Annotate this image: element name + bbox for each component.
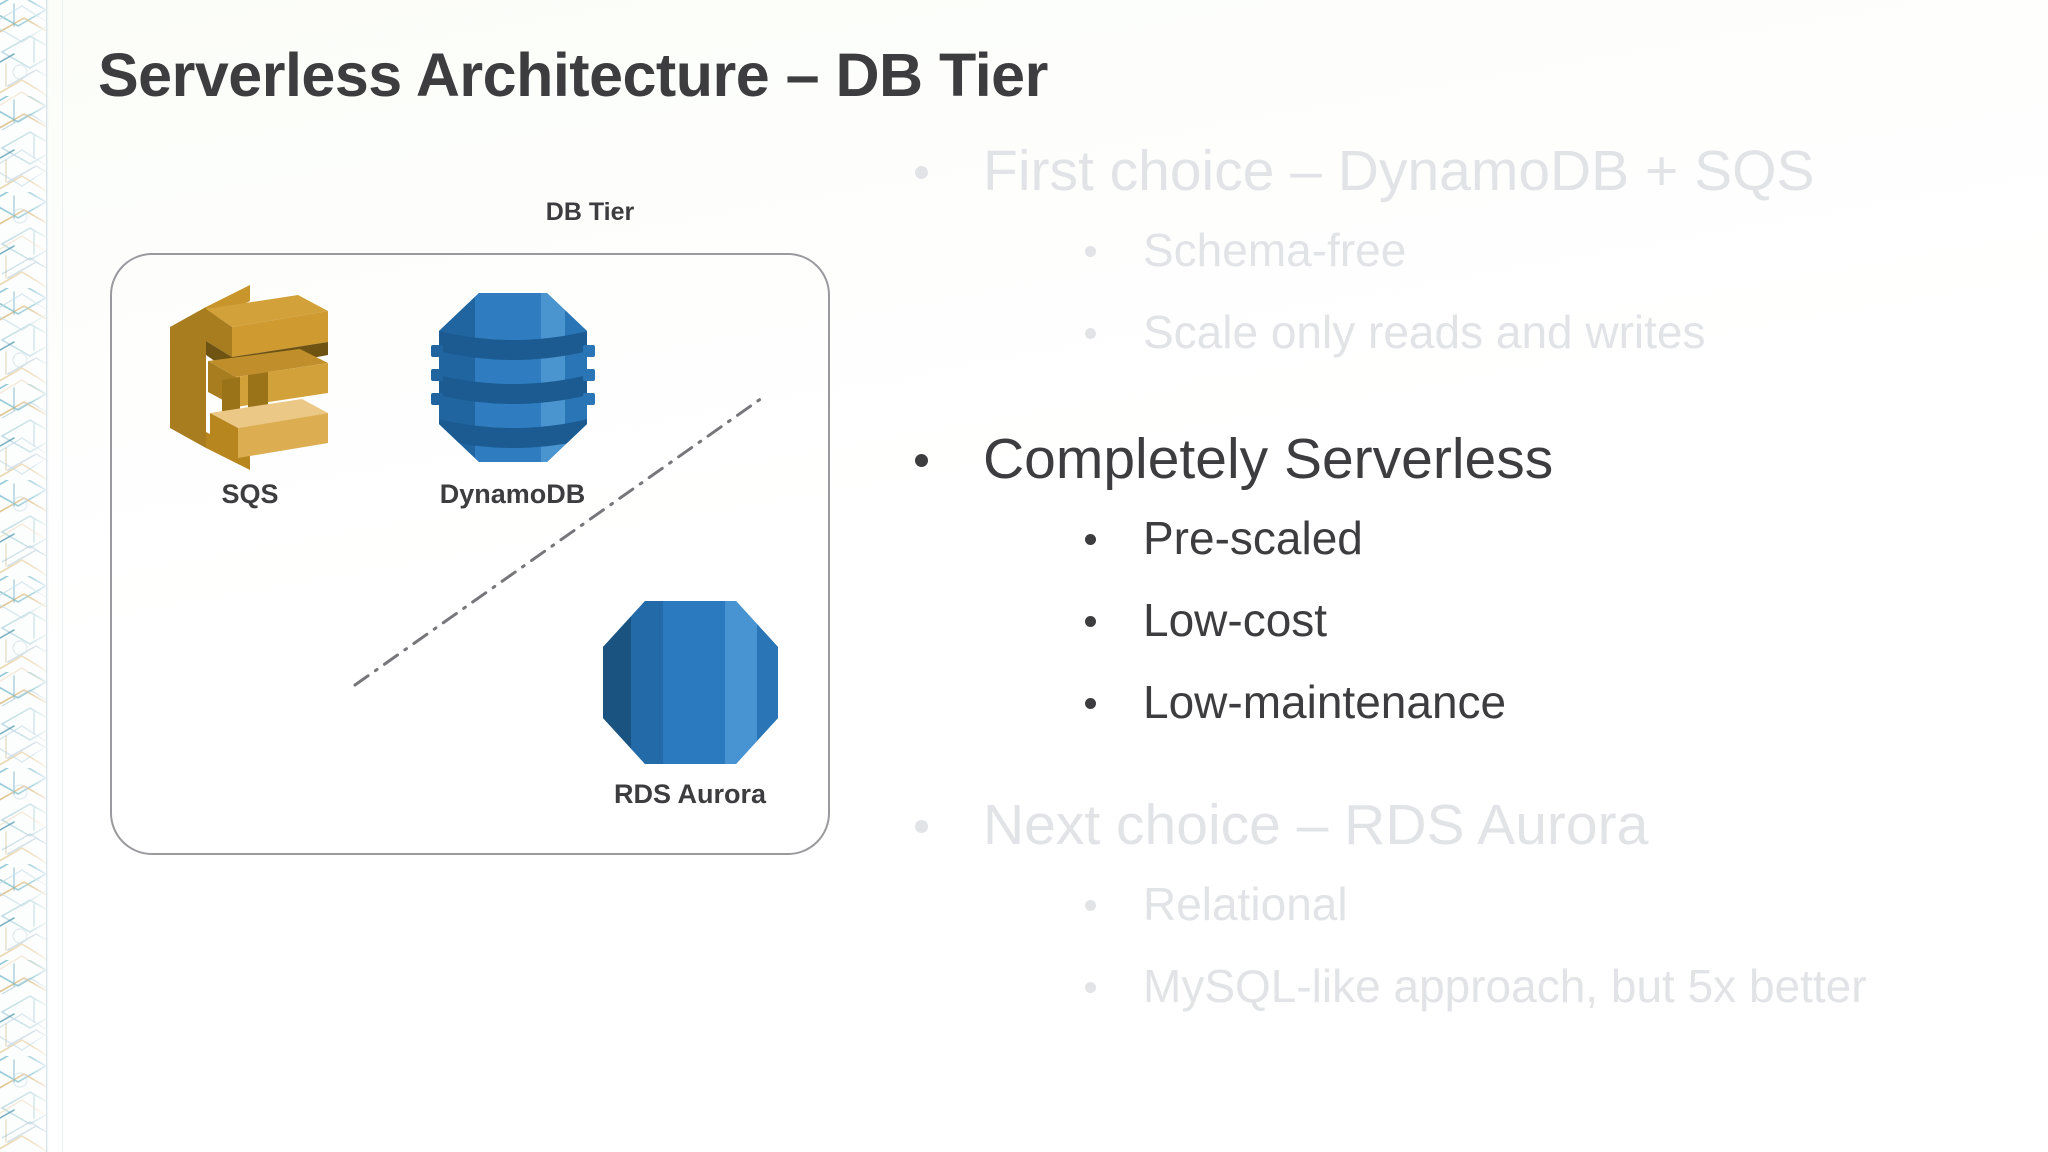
edge-divider (46, 0, 49, 1152)
decorative-circuit-band (0, 0, 46, 1152)
bullet-dot-icon (915, 166, 928, 179)
bullet-list: First choice – DynamoDB + SQS Schema-fre… (915, 141, 2048, 1044)
bullet-group-next-choice: Next choice – RDS Aurora Relational MySQ… (915, 795, 2048, 1044)
diagram-node-label-sqs: SQS (221, 479, 279, 509)
bullet-dot-icon (1085, 328, 1096, 339)
bullet-dot-icon (1085, 982, 1096, 993)
page-title: Serverless Architecture – DB Tier (98, 41, 1048, 109)
bullet-item-low-cost[interactable]: Low-cost (1085, 596, 2048, 678)
bullet-group-completely-serverless: Completely Serverless Pre-scaled Low-cos… (915, 429, 2048, 760)
bullet-group-first-choice: First choice – DynamoDB + SQS Schema-fre… (915, 141, 2048, 390)
bullet-dot-icon (1085, 900, 1096, 911)
aws-rds-aurora-icon (565, 595, 815, 775)
bullet-item-mysql-like[interactable]: MySQL-like approach, but 5x better (1085, 962, 2048, 1044)
aws-dynamodb-icon (395, 285, 630, 475)
bullet-item-low-maintenance[interactable]: Low-maintenance (1085, 678, 2048, 760)
db-tier-boundary-box (110, 253, 830, 855)
diagram-node-dynamodb[interactable]: DynamoDB (395, 285, 630, 510)
db-tier-caption: DB Tier (545, 198, 635, 226)
bullet-dot-icon (915, 820, 928, 833)
bullet-heading-first-choice[interactable]: First choice – DynamoDB + SQS (915, 141, 2048, 226)
edge-divider-secondary (62, 0, 63, 1152)
diagram-node-sqs[interactable]: SQS (145, 285, 355, 510)
bullet-heading-completely-serverless[interactable]: Completely Serverless (915, 429, 2048, 514)
diagram-node-rds-aurora[interactable]: RDS Aurora (565, 595, 815, 810)
aws-sqs-icon (145, 285, 355, 475)
bullet-item-scale-reads-writes[interactable]: Scale only reads and writes (1085, 308, 2048, 390)
bullet-item-pre-scaled[interactable]: Pre-scaled (1085, 514, 2048, 596)
bullet-dot-icon (915, 454, 928, 467)
bullet-dot-icon (1085, 616, 1096, 627)
bullet-dot-icon (1085, 698, 1096, 709)
bullet-item-schema-free[interactable]: Schema-free (1085, 226, 2048, 308)
diagram-node-label-rds-aurora: RDS Aurora (613, 779, 767, 809)
bullet-dot-icon (1085, 246, 1096, 257)
bullet-dot-icon (1085, 534, 1096, 545)
bullet-item-relational[interactable]: Relational (1085, 880, 2048, 962)
bullet-heading-next-choice[interactable]: Next choice – RDS Aurora (915, 795, 2048, 880)
diagram-node-label-dynamodb: DynamoDB (439, 479, 586, 509)
